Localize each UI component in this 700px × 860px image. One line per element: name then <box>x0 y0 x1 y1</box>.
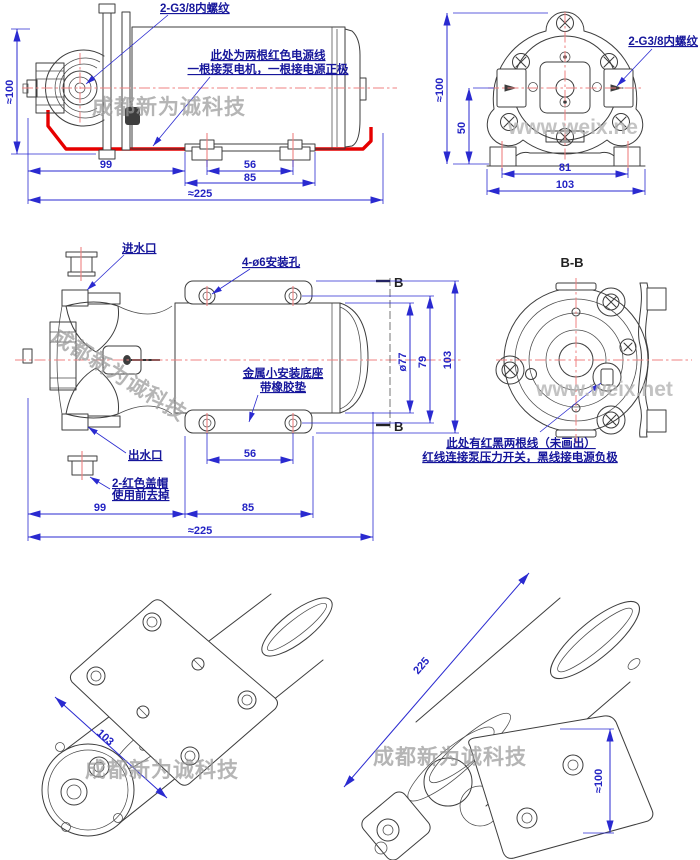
dim-side-height: ≈100 <box>4 80 16 104</box>
inlet-label: 进水口 <box>122 241 157 255</box>
dim-side-total: ≈225 <box>188 188 212 200</box>
wire-note-line2: 一根接泵电机，一根接电源正极 <box>188 62 349 76</box>
dim-top-dia77: ø77 <box>397 353 409 372</box>
dim-side-99: 99 <box>100 159 112 171</box>
section-screws <box>495 287 637 435</box>
watermark-site-partial: www.weix.ne <box>507 116 638 139</box>
wire-exit-block <box>125 107 140 125</box>
outlet-label: 出水口 <box>128 448 163 462</box>
watermark-site: www.weix.net <box>535 378 673 401</box>
section-letter-bottom: B <box>394 419 403 434</box>
thread-label: 2-G3/8内螺纹 <box>160 1 230 15</box>
iso-right-mount-plate <box>468 715 654 859</box>
dim-side-85: 85 <box>244 172 256 184</box>
watermark-company-bl: 成都新为诚科技 <box>85 758 239 782</box>
watermark-company-diagonal: 成都新为诚科技 <box>47 324 190 426</box>
dim-front-height: ≈100 <box>434 78 446 102</box>
red-cap-bottom <box>67 451 98 480</box>
top-view: 进水口 4-ø6安装孔 金属小安装底座 带橡胶垫 出水口 2-红色盖帽 使用前去… <box>15 241 462 541</box>
dim-iso-right-225: 225 <box>411 655 432 677</box>
cap-label-line1: 2-红色盖帽 <box>112 476 168 490</box>
watermark-company: 成都新为诚科技 <box>92 95 246 119</box>
section-note-line1: 此处有红黑两根线（未画出） <box>446 436 596 450</box>
base-label-line2: 带橡胶垫 <box>260 380 306 394</box>
dim-top-103: 103 <box>442 351 454 369</box>
red-cap-top <box>65 247 98 281</box>
side-view: 2-G3/8内螺纹 此处为两根红色电源线 一根接泵电机，一根接电源正极 ≈100… <box>4 1 397 204</box>
dim-top-56: 56 <box>244 448 256 460</box>
section-view: B-B 此处有红黑两根线（未画出） <box>422 255 692 464</box>
section-letter-top: B <box>394 275 403 290</box>
dim-front-81: 81 <box>559 162 571 174</box>
dim-front-103: 103 <box>556 179 574 191</box>
cap-label-line2: 使用前去掉 <box>111 488 170 502</box>
dim-iso-right-height: ≈100 <box>593 769 605 793</box>
dim-top-85: 85 <box>242 502 254 514</box>
dim-side-56: 56 <box>244 159 256 171</box>
dim-top-99: 99 <box>94 502 106 514</box>
dim-front-50: 50 <box>456 122 468 134</box>
mount-holes-label: 4-ø6安装孔 <box>242 255 301 269</box>
dim-top-79: 79 <box>417 356 429 368</box>
watermark-company-br: 成都新为诚科技 <box>373 745 527 769</box>
iso-view-right: 225 ≈100 成都新为诚科技 <box>343 572 654 860</box>
iso-left-mount-plate <box>69 599 278 786</box>
dim-top-total: ≈225 <box>188 525 212 537</box>
iso-view-left: 103 成都新为诚科技 <box>41 593 333 837</box>
front-view: 2-G3/8内螺纹 ≈100 50 81 103 www.weix.ne <box>434 11 698 195</box>
thread-label-front: 2-G3/8内螺纹 <box>628 34 698 48</box>
base-label-line1: 金属小安装底座 <box>242 366 324 380</box>
section-note-line2: 红线连接泵压力开关，黑线接电源负极 <box>422 450 618 464</box>
section-title: B-B <box>560 255 583 270</box>
wire-note-line1: 此处为两根红色电源线 <box>211 48 326 62</box>
